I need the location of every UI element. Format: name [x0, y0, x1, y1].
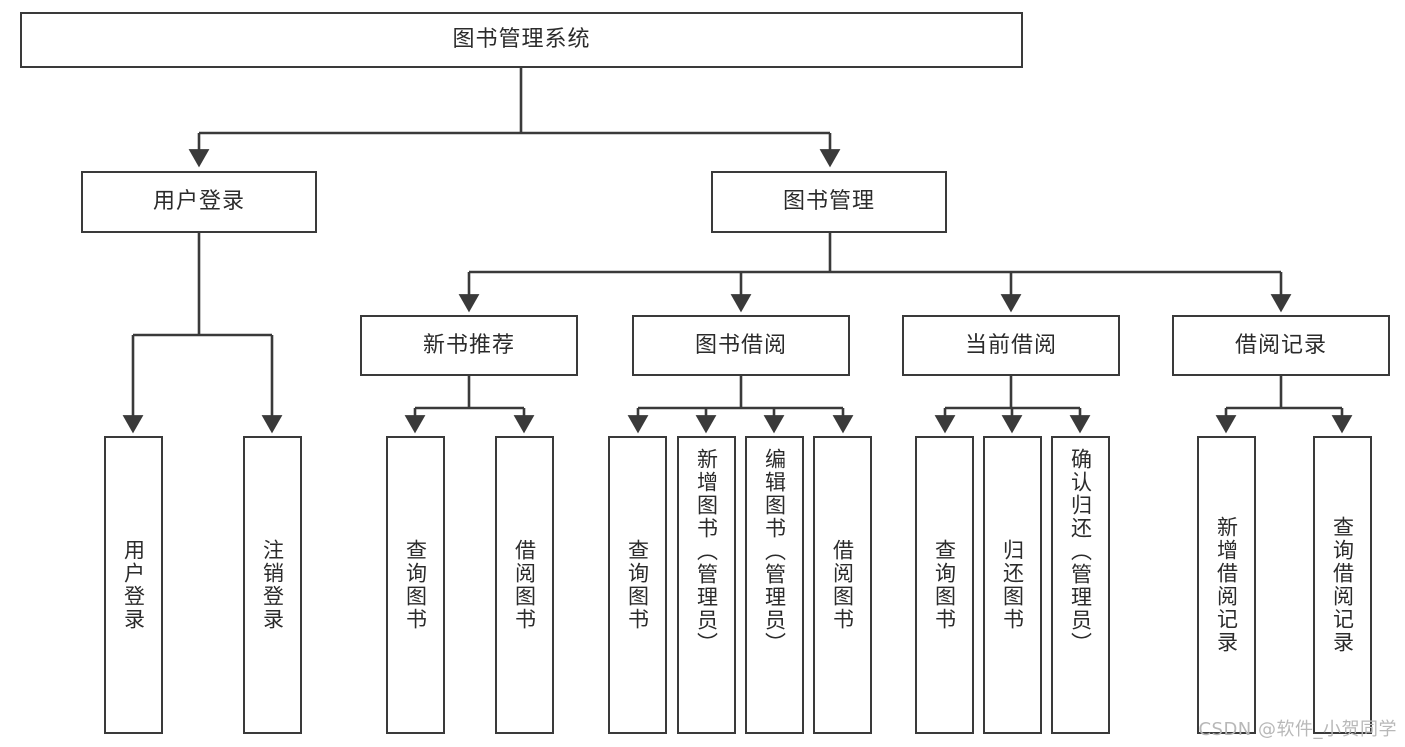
node-label: 图书管理系统 — [452, 27, 591, 53]
node-label: 借阅图书 — [830, 539, 855, 631]
node-label: 归还图书 — [1000, 539, 1025, 631]
leaf-edit-book-admin[interactable]: 编辑图书（管理员） — [745, 436, 804, 734]
node-label: 当前借阅 — [964, 332, 1057, 358]
node-label: 新书推荐 — [422, 332, 515, 358]
node-label: 借阅图书 — [512, 539, 537, 631]
node-label: 图书借阅 — [694, 332, 787, 358]
leaf-borrow-book[interactable]: 借阅图书 — [813, 436, 872, 734]
node-label: 查询借阅记录 — [1330, 516, 1355, 654]
leaf-borrow-book-recommend[interactable]: 借阅图书 — [495, 436, 554, 734]
node-label: 确认归还（管理员） — [1068, 448, 1093, 655]
leaf-query-borrow-record[interactable]: 查询借阅记录 — [1313, 436, 1372, 734]
node-borrow-record[interactable]: 借阅记录 — [1172, 315, 1390, 376]
node-new-book-recommend[interactable]: 新书推荐 — [360, 315, 578, 376]
node-root-book-management-system[interactable]: 图书管理系统 — [20, 12, 1023, 68]
node-label: 编辑图书（管理员） — [762, 448, 787, 655]
node-user-login[interactable]: 用户登录 — [81, 171, 317, 233]
node-current-borrow[interactable]: 当前借阅 — [902, 315, 1120, 376]
node-label: 查询图书 — [403, 539, 428, 631]
leaf-query-book-current[interactable]: 查询图书 — [915, 436, 974, 734]
leaf-user-login[interactable]: 用户登录 — [104, 436, 163, 734]
node-label: 借阅记录 — [1234, 332, 1327, 358]
node-label: 新增图书（管理员） — [694, 448, 719, 655]
node-book-borrow[interactable]: 图书借阅 — [632, 315, 850, 376]
leaf-add-book-admin[interactable]: 新增图书（管理员） — [677, 436, 736, 734]
leaf-query-book-borrow[interactable]: 查询图书 — [608, 436, 667, 734]
leaf-confirm-return-admin[interactable]: 确认归还（管理员） — [1051, 436, 1110, 734]
node-label: 注销登录 — [260, 539, 285, 631]
node-book-management[interactable]: 图书管理 — [711, 171, 947, 233]
leaf-return-book[interactable]: 归还图书 — [983, 436, 1042, 734]
leaf-add-borrow-record[interactable]: 新增借阅记录 — [1197, 436, 1256, 734]
leaf-query-book-recommend[interactable]: 查询图书 — [386, 436, 445, 734]
node-label: 用户登录 — [121, 539, 146, 631]
leaf-logout[interactable]: 注销登录 — [243, 436, 302, 734]
node-label: 用户登录 — [152, 189, 245, 215]
node-label: 图书管理 — [782, 189, 875, 215]
node-label: 新增借阅记录 — [1214, 516, 1239, 654]
node-label: 查询图书 — [625, 539, 650, 631]
node-label: 查询图书 — [932, 539, 957, 631]
